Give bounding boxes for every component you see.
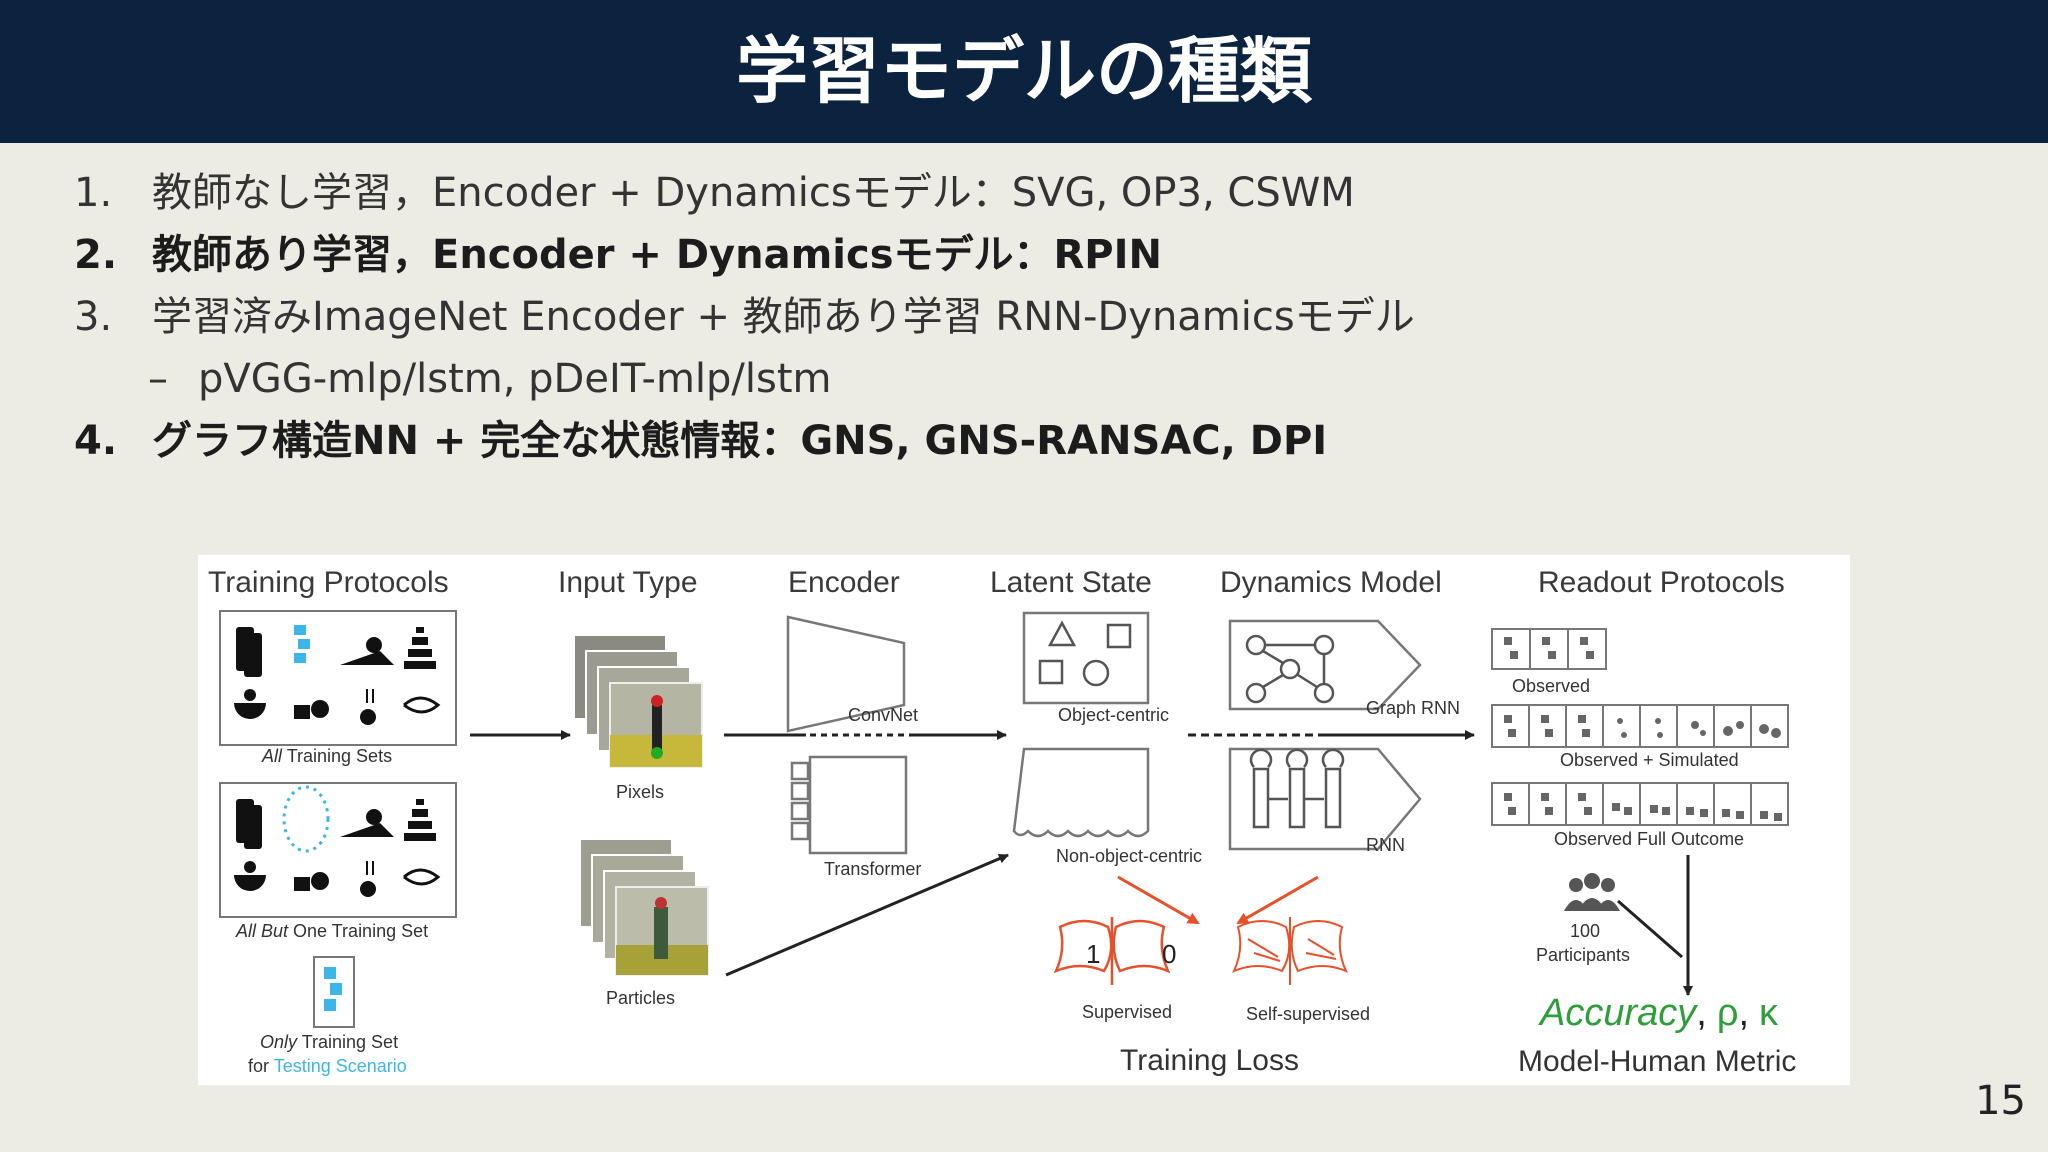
- graph-network-icon: [1245, 634, 1335, 704]
- observed-full-content: [1504, 793, 1782, 821]
- object-centric-box: [1022, 611, 1150, 705]
- convnet-shape: [786, 615, 906, 733]
- header-training-protocols: Training Protocols: [208, 566, 449, 599]
- item-number: 2.: [74, 232, 118, 278]
- observed-label: Observed: [1512, 676, 1590, 696]
- pixels-label: Pixels: [616, 782, 664, 802]
- convnet-label: ConvNet: [848, 705, 918, 725]
- item-number: 3.: [74, 294, 113, 340]
- scenario-icons-all-but-one: [234, 785, 441, 897]
- slide-title: 学習モデルの種類: [735, 29, 1312, 113]
- testing-scenario-label: for Testing Scenario: [248, 1056, 407, 1076]
- observed-simulated-label: Observed + Simulated: [1560, 750, 1739, 770]
- transformer-tokens: [790, 761, 810, 841]
- observed-frames-content: [1504, 637, 1594, 659]
- all-but-one-label: All But One Training Set: [235, 921, 428, 941]
- list-subitem: – pVGG-mlp/lstm, pDeIT-mlp/lstm: [74, 348, 1974, 410]
- particle-frames: [579, 838, 709, 976]
- list-item: 1. 教師なし学習，Encoder + Dynamicsモデル：SVG, OP3…: [74, 162, 1974, 224]
- arrow-particles-to-latent: [725, 853, 1009, 977]
- self-supervised-flags-icon: [1232, 917, 1348, 985]
- arrow-self-supervised-loss: [1236, 875, 1319, 925]
- item-dash: –: [148, 356, 168, 402]
- self-supervised-label: Self-supervised: [1246, 1004, 1370, 1024]
- item-text: 教師あり学習，Encoder + Dynamicsモデル：RPIN: [152, 232, 1162, 278]
- header-latent-state: Latent State: [990, 566, 1152, 599]
- model-pipeline-figure: Training Protocols Input Type Encoder La…: [198, 555, 1850, 1085]
- observed-strip: [1491, 628, 1607, 670]
- item-text: 学習済みImageNet Encoder + 教師あり学習 RNN-Dynami…: [152, 294, 1415, 340]
- all-but-one-box: [219, 782, 457, 918]
- pipeline-diagram: Training Protocols Input Type Encoder La…: [208, 566, 1796, 1078]
- participants-icon: [1564, 873, 1620, 911]
- scenario-icons-all: [234, 625, 441, 725]
- page-number: 15: [1975, 1078, 2026, 1124]
- item-text: グラフ構造NN + 完全な状態情報：GNS, GNS-RANSAC, DPI: [152, 418, 1328, 464]
- rnn-cells-icon: [1249, 748, 1345, 829]
- header-readout-protocols: Readout Protocols: [1538, 566, 1785, 599]
- participants-count: 100: [1570, 921, 1600, 941]
- object-shapes-icon: [1038, 620, 1132, 687]
- rnn-shape: [1228, 747, 1422, 851]
- supervised-flags-icon: [1053, 917, 1171, 985]
- observed-full-label: Observed Full Outcome: [1554, 829, 1744, 849]
- list-item: 4. グラフ構造NN + 完全な状態情報：GNS, GNS-RANSAC, DP…: [74, 410, 1974, 472]
- rnn-label: RNN: [1366, 835, 1405, 855]
- all-training-sets-box: [219, 610, 457, 746]
- metric-label: Model-Human Metric: [1518, 1045, 1796, 1078]
- only-training-label: Only Training Set: [260, 1032, 398, 1052]
- observed-simulated-strip: [1491, 704, 1789, 748]
- all-training-sets-label: All Training Sets: [261, 746, 392, 766]
- non-object-centric-label: Non-object-centric: [1056, 846, 1202, 866]
- flag-one: 1: [1086, 939, 1100, 969]
- participants-connector: [1617, 899, 1683, 959]
- list-item: 3. 学習済みImageNet Encoder + 教師あり学習 RNN-Dyn…: [74, 286, 1974, 348]
- graph-rnn-label: Graph RNN: [1366, 698, 1460, 718]
- item-text: 教師なし学習，Encoder + Dynamicsモデル：SVG, OP3, C…: [152, 170, 1355, 216]
- observed-full-strip: [1491, 782, 1789, 826]
- title-bar: [0, 0, 2048, 143]
- arrow-supervised-loss: [1117, 875, 1200, 925]
- list-item: 2. 教師あり学習，Encoder + Dynamicsモデル：RPIN: [74, 224, 1974, 286]
- particles-label: Particles: [606, 988, 675, 1008]
- item-text: pVGG-mlp/lstm, pDeIT-mlp/lstm: [198, 356, 832, 402]
- model-human-metrics: Accuracy,ρ,κ: [1538, 992, 1779, 1034]
- training-loss-label: Training Loss: [1120, 1044, 1299, 1077]
- observed-simulated-content: [1504, 715, 1781, 738]
- header-dynamics-model: Dynamics Model: [1220, 566, 1442, 599]
- flag-zero: 0: [1162, 939, 1176, 969]
- transformer-label: Transformer: [824, 859, 921, 879]
- participants-label: Participants: [1536, 945, 1630, 965]
- pixel-frames: [573, 634, 703, 768]
- item-number: 1.: [74, 170, 113, 216]
- header-input-type: Input Type: [558, 566, 698, 599]
- header-encoder: Encoder: [788, 566, 900, 599]
- non-object-centric-box: [1012, 747, 1150, 838]
- item-number: 4.: [74, 418, 118, 464]
- supervised-label: Supervised: [1082, 1002, 1172, 1022]
- graph-rnn-shape: [1228, 619, 1422, 711]
- bullet-list: 1. 教師なし学習，Encoder + Dynamicsモデル：SVG, OP3…: [74, 162, 1974, 472]
- only-scenario-icon: [324, 967, 342, 1011]
- transformer-shape: [808, 755, 908, 855]
- object-centric-label: Object-centric: [1058, 705, 1169, 725]
- only-training-box: [313, 956, 355, 1028]
